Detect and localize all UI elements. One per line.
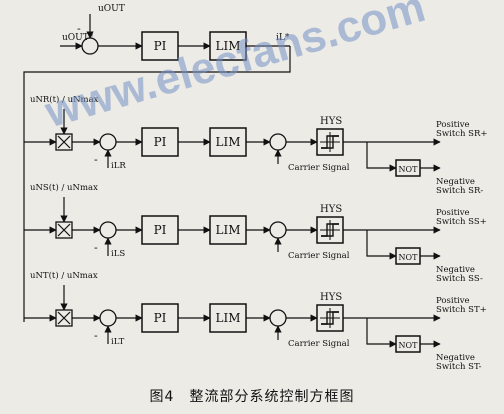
channel-hys-block-curve [321,135,339,149]
channel-multiplier-cross [57,311,71,325]
outer-lim-block-label: LIM [216,39,241,53]
channel-R: uNR(t) / uNmax iLR - PI LIM Carrier Signal HYS… [24,94,488,196]
outer-pi-block-label: PI [154,39,167,53]
positive-label: Positive [436,208,470,218]
not-branch-line [366,318,397,348]
channel-hys-block-curve [321,311,339,325]
outer-input-label: uOUT* [62,33,94,43]
channel-carrier-label: Carrier Signal [288,163,350,173]
channel-hys-label: HYS [320,204,342,215]
channel-reference-label: uNT(t) / uNmax [30,270,98,281]
channel-hys-label: HYS [320,116,342,127]
channel-lim-block-label: LIM [216,135,241,149]
channel-pi-block-label: PI [154,223,167,237]
channel-minus-sign: - [94,241,98,254]
negative-switch-label: Switch SS- [436,274,483,284]
channel-carrier-label: Carrier Signal [288,339,350,349]
channel-multiplier-cross [57,223,71,237]
channel-reference-label: uNS(t) / uNmax [30,182,98,193]
not-branch-line [366,142,397,172]
positive-label: Positive [436,120,470,130]
positive-switch-label: Switch SS+ [436,217,487,227]
negative-switch-label: Switch SR- [436,186,483,196]
outer-output-label: iL* [276,33,290,43]
channel-minus-sign: - [94,153,98,166]
positive-label: Positive [436,296,470,306]
channel-not-block-label: NOT [399,341,419,350]
negative-label: Negative [436,265,475,275]
channel-current-label: iLR [111,161,126,171]
channel-sum-node [99,221,117,239]
channel-reference-label: uNR(t) / uNmax [30,94,99,105]
channel-T: uNT(t) / uNmax iLT - PI LIM Carrier Signal HYS… [24,270,487,372]
outer-voltage-loop: uOUT* uOUT - PI LIM iL* [23,4,291,322]
channel-lim-block-label: LIM [216,223,241,237]
channel-not-block-label: NOT [399,165,419,174]
channel-not-block-label: NOT [399,253,419,262]
channel-sum-node [99,309,117,327]
positive-switch-label: Switch SR+ [436,129,488,139]
channel-minus-sign: - [94,329,98,342]
channel-carrier-sum [269,133,287,151]
channel-hys-label: HYS [320,292,342,303]
outer-output-bus [23,46,291,322]
channel-carrier-sum [269,309,287,327]
negative-switch-label: Switch ST- [436,362,482,372]
channel-current-label: iLS [111,249,125,259]
outer-minus-sign: - [77,22,81,35]
channel-carrier-label: Carrier Signal [288,251,350,261]
channel-pi-block-label: PI [154,135,167,149]
negative-label: Negative [436,177,475,187]
channel-sum-node [99,133,117,151]
channel-current-label: iLT [111,337,125,347]
negative-label: Negative [436,353,475,363]
outer-feedback-label: uOUT [98,4,125,14]
channel-S: uNS(t) / uNmax iLS - PI LIM Carrier Signal HYS… [24,182,487,284]
figure-caption: 图4 整流部分系统控制方框图 [149,389,355,405]
not-branch-line [366,230,397,260]
positive-switch-label: Switch ST+ [436,305,487,315]
channel-lim-block-label: LIM [216,311,241,325]
channel-carrier-sum [269,221,287,239]
channel-multiplier-cross [57,135,71,149]
channel-pi-block-label: PI [154,311,167,325]
channel-hys-block-curve [321,223,339,237]
